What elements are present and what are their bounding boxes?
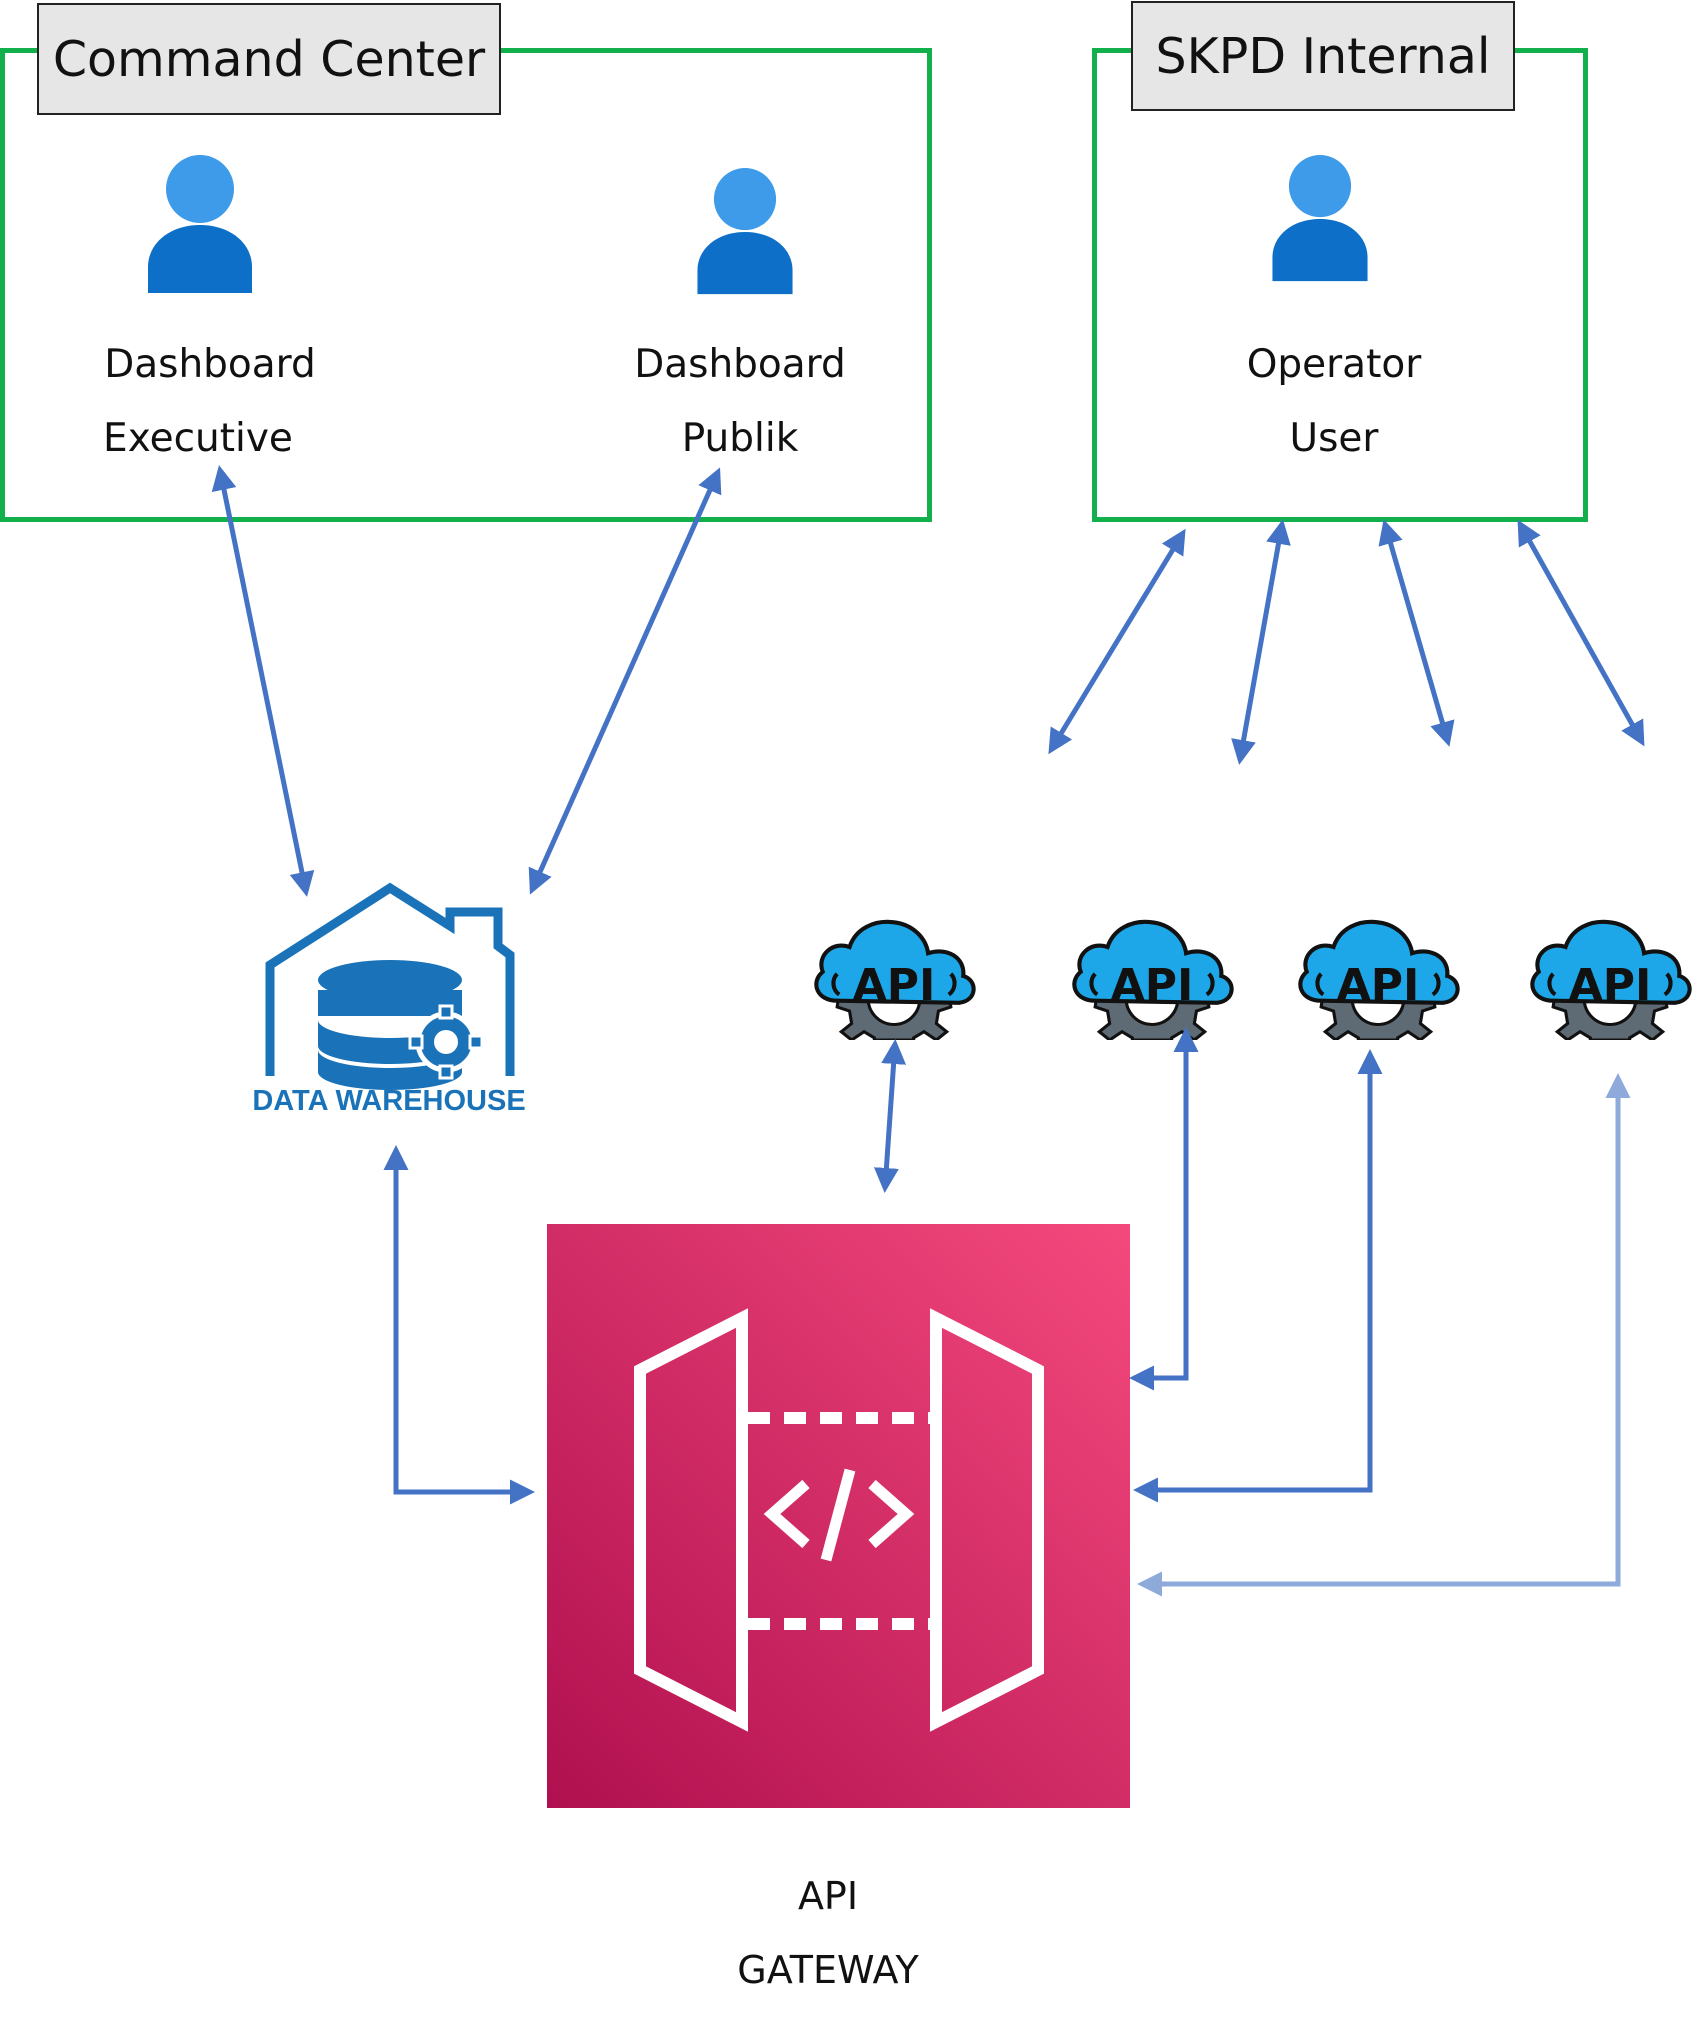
- command-center-title: Command Center: [37, 3, 501, 115]
- api-service-1-label: API: [853, 960, 936, 1011]
- arrow-skpd-api-1: [1048, 528, 1186, 755]
- dashboard-executive-label-line1: Dashboard: [104, 342, 316, 387]
- arrow-skpd-api-2: [1231, 519, 1291, 765]
- arrow-api-4-gateway: [1137, 1073, 1631, 1597]
- api-gateway-label-line2: GATEWAY: [737, 1948, 919, 1992]
- arrow-api-1-gateway: [873, 1039, 907, 1193]
- operator-label-line1: Operator: [1246, 342, 1422, 387]
- operator-label-line2: User: [1289, 416, 1379, 461]
- dashboard-publik-user-icon: [697, 168, 793, 295]
- data-warehouse-label: DATA WAREHOUSE: [252, 1085, 525, 1117]
- arrow-api-2-gateway: [1129, 1027, 1199, 1391]
- api-gateway-icon: [547, 1224, 1130, 1808]
- api-service-4-label: API: [1569, 960, 1652, 1011]
- arrow-api-3-gateway: [1133, 1049, 1383, 1503]
- arrow-skpd-api-4: [1517, 519, 1645, 747]
- data-warehouse-icon: [265, 882, 515, 1090]
- arrow-skpd-api-3: [1378, 519, 1455, 747]
- arrow-publik-warehouse: [528, 467, 722, 895]
- api-gateway-label-line1: API: [797, 1874, 859, 1918]
- dashboard-executive-label-line2: Executive: [103, 416, 293, 461]
- api-service-2-label: API: [1111, 960, 1194, 1011]
- operator-user-icon: [1272, 155, 1368, 282]
- dashboard-publik-label-line1: Dashboard: [634, 342, 846, 387]
- dashboard-publik-label-line2: Publik: [681, 416, 799, 461]
- api-service-3-label: API: [1337, 960, 1420, 1011]
- dashboard-executive-user-icon: [148, 155, 252, 293]
- arrow-warehouse-gateway: [383, 1145, 535, 1505]
- skpd-internal-title: SKPD Internal: [1131, 1, 1515, 111]
- arrow-executive-warehouse: [211, 465, 315, 897]
